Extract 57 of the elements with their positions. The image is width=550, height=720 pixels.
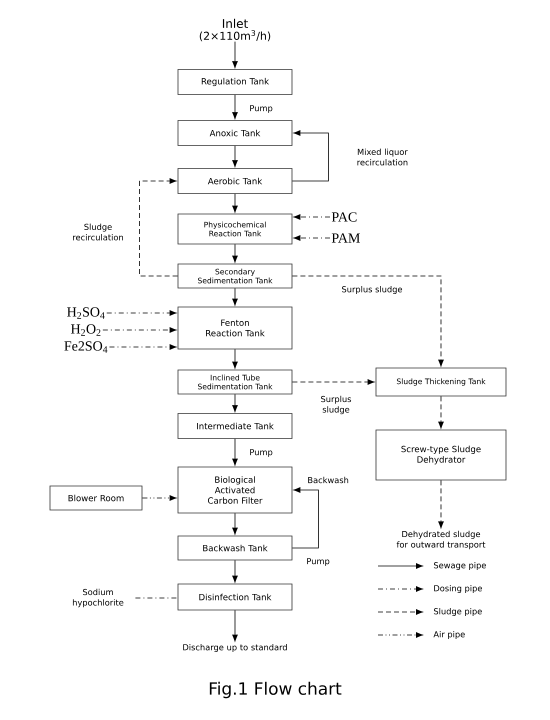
arrow (232, 146, 238, 168)
flow-text: Discharge up to standard (183, 644, 287, 652)
arrow (292, 130, 329, 182)
chemical-label: PAC (332, 212, 356, 222)
arrow (232, 513, 238, 536)
arrow (232, 610, 238, 643)
process-box: Fenton Reaction Tank (178, 306, 292, 350)
dashed-arrow (106, 310, 178, 316)
legend-text: Air pipe (433, 631, 465, 639)
arrow (232, 438, 238, 467)
dashed-arrow (139, 178, 178, 276)
legend-text: Sludge pipe (434, 608, 482, 616)
edge-label: Mixed liquor recirculation (357, 148, 408, 166)
dashed-arrow (292, 379, 376, 385)
flow-text: Dehydrated sludge for outward transport (396, 530, 486, 550)
arrow (232, 560, 238, 584)
edge-label: Backwash (308, 476, 348, 484)
process-box: Aerobic Tank (178, 168, 292, 194)
dashed-arrow (102, 327, 178, 333)
caption: Fig.1 Flow chart (210, 682, 342, 698)
arrow (232, 41, 238, 70)
dashed-arrow (109, 344, 178, 350)
process-box: Regulation Tank (178, 69, 292, 95)
inlet-label: Inlet (2×110m$^{3}$/h) (200, 18, 270, 42)
legend-text: Sewage pipe (434, 562, 486, 570)
arrow (232, 244, 238, 264)
dashed-arrow (142, 495, 178, 501)
arrow (232, 349, 238, 370)
chemical-label: Fe2SO$_{4}$ (64, 341, 108, 353)
edge-label: Surplus sludge (321, 396, 352, 414)
dashed-arrow (292, 235, 330, 241)
chemical-label: H$_{2}$O$_{2}$ (70, 324, 100, 336)
dashed-arrow (292, 214, 330, 220)
flow-text: Sodium hypochlorite (72, 588, 124, 608)
dashed-arrow (438, 396, 444, 430)
dashed-arrow (292, 276, 444, 368)
legend-text: Dosing pipe (434, 585, 482, 593)
process-box: Biological Activated Carbon Filter (178, 466, 292, 514)
process-box: Blower Room (50, 486, 142, 510)
process-box: Screw-type Sludge Dehydrator (376, 430, 506, 480)
chemical-label: H$_{2}$SO$_{4}$ (67, 307, 105, 319)
pump-label: Pump (307, 558, 330, 566)
arrow (232, 394, 238, 414)
edge-label: Sludge recirculation (73, 224, 123, 240)
arrow (292, 487, 319, 548)
process-box: Backwash Tank (178, 536, 292, 560)
process-box: Disinfection Tank (178, 584, 292, 610)
chemical-label: PAM (332, 233, 360, 243)
edge-label: Pump (250, 449, 272, 457)
arrow (232, 194, 238, 214)
edge-label: Surplus sludge (342, 286, 402, 294)
process-box: Intermediate Tank (178, 413, 292, 439)
arrow (232, 94, 238, 120)
process-box: Anoxic Tank (178, 120, 292, 146)
edge-label: Pump (250, 105, 272, 113)
arrow (232, 288, 238, 307)
dashed-arrow (438, 480, 444, 530)
